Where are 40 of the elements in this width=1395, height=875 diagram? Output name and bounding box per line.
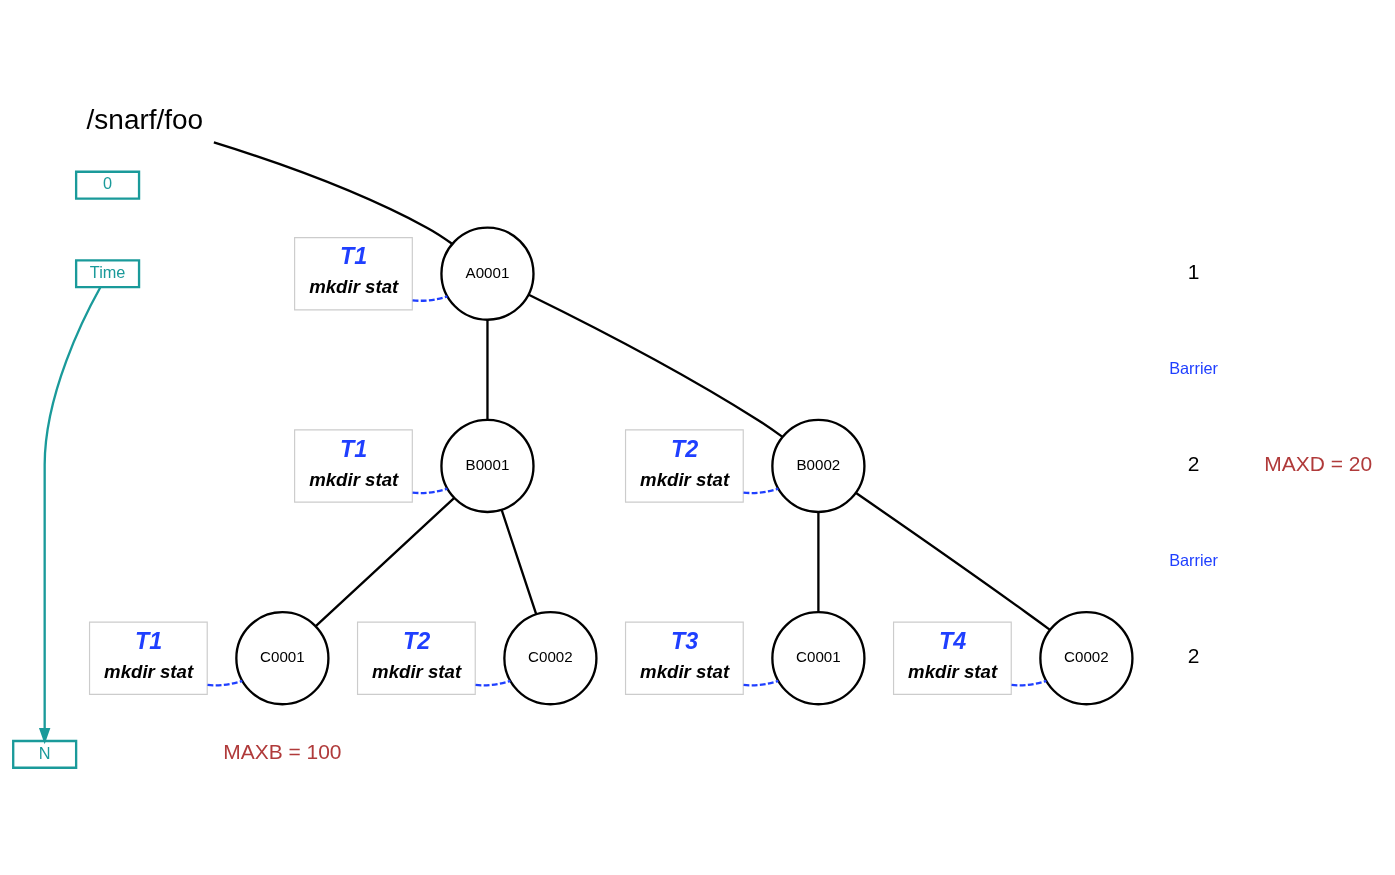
node-box: T3 mkdir stat: [624, 621, 744, 695]
node-circle: C0002: [1039, 610, 1134, 705]
node-box: T1 mkdir stat: [294, 236, 413, 310]
arrow: [38, 286, 102, 744]
connector: [315, 496, 455, 627]
node-box: 0: [74, 170, 141, 200]
connector: [855, 491, 1051, 631]
connector: [412, 487, 448, 494]
connector: [412, 294, 448, 302]
node-circle: A0001: [440, 226, 535, 321]
label: MAXD = 20: [1264, 451, 1373, 475]
connector: [743, 487, 779, 494]
node-circle: C0001: [771, 610, 866, 705]
node-box: N: [12, 739, 78, 769]
node-circle: C0002: [503, 610, 598, 705]
label: MAXB = 100: [223, 739, 342, 763]
node-circle: B0001: [440, 418, 535, 513]
connector: [475, 679, 511, 686]
connector: [486, 319, 489, 420]
label: 1: [1187, 259, 1200, 283]
node-box: T1 mkdir stat: [88, 621, 208, 695]
node-box: T1 mkdir stat: [294, 428, 413, 503]
label: 2: [1187, 451, 1200, 475]
connector: [500, 509, 538, 614]
connector: [213, 140, 453, 245]
connector: [743, 679, 779, 686]
node-box: T2 mkdir stat: [356, 621, 476, 695]
label: 2: [1187, 643, 1200, 667]
connector: [817, 511, 820, 612]
connector: [207, 679, 243, 686]
node-circle: C0001: [235, 610, 330, 705]
connector: [1011, 679, 1047, 686]
node-circle: B0002: [771, 418, 866, 513]
label: Barrier: [1169, 550, 1219, 569]
node-text: /snarf/foo: [86, 103, 204, 135]
label: Barrier: [1169, 358, 1219, 377]
node-box: T2 mkdir stat: [624, 428, 744, 503]
connector: [528, 293, 784, 438]
node-box: Time: [74, 258, 141, 288]
node-box: T4 mkdir stat: [892, 621, 1012, 695]
